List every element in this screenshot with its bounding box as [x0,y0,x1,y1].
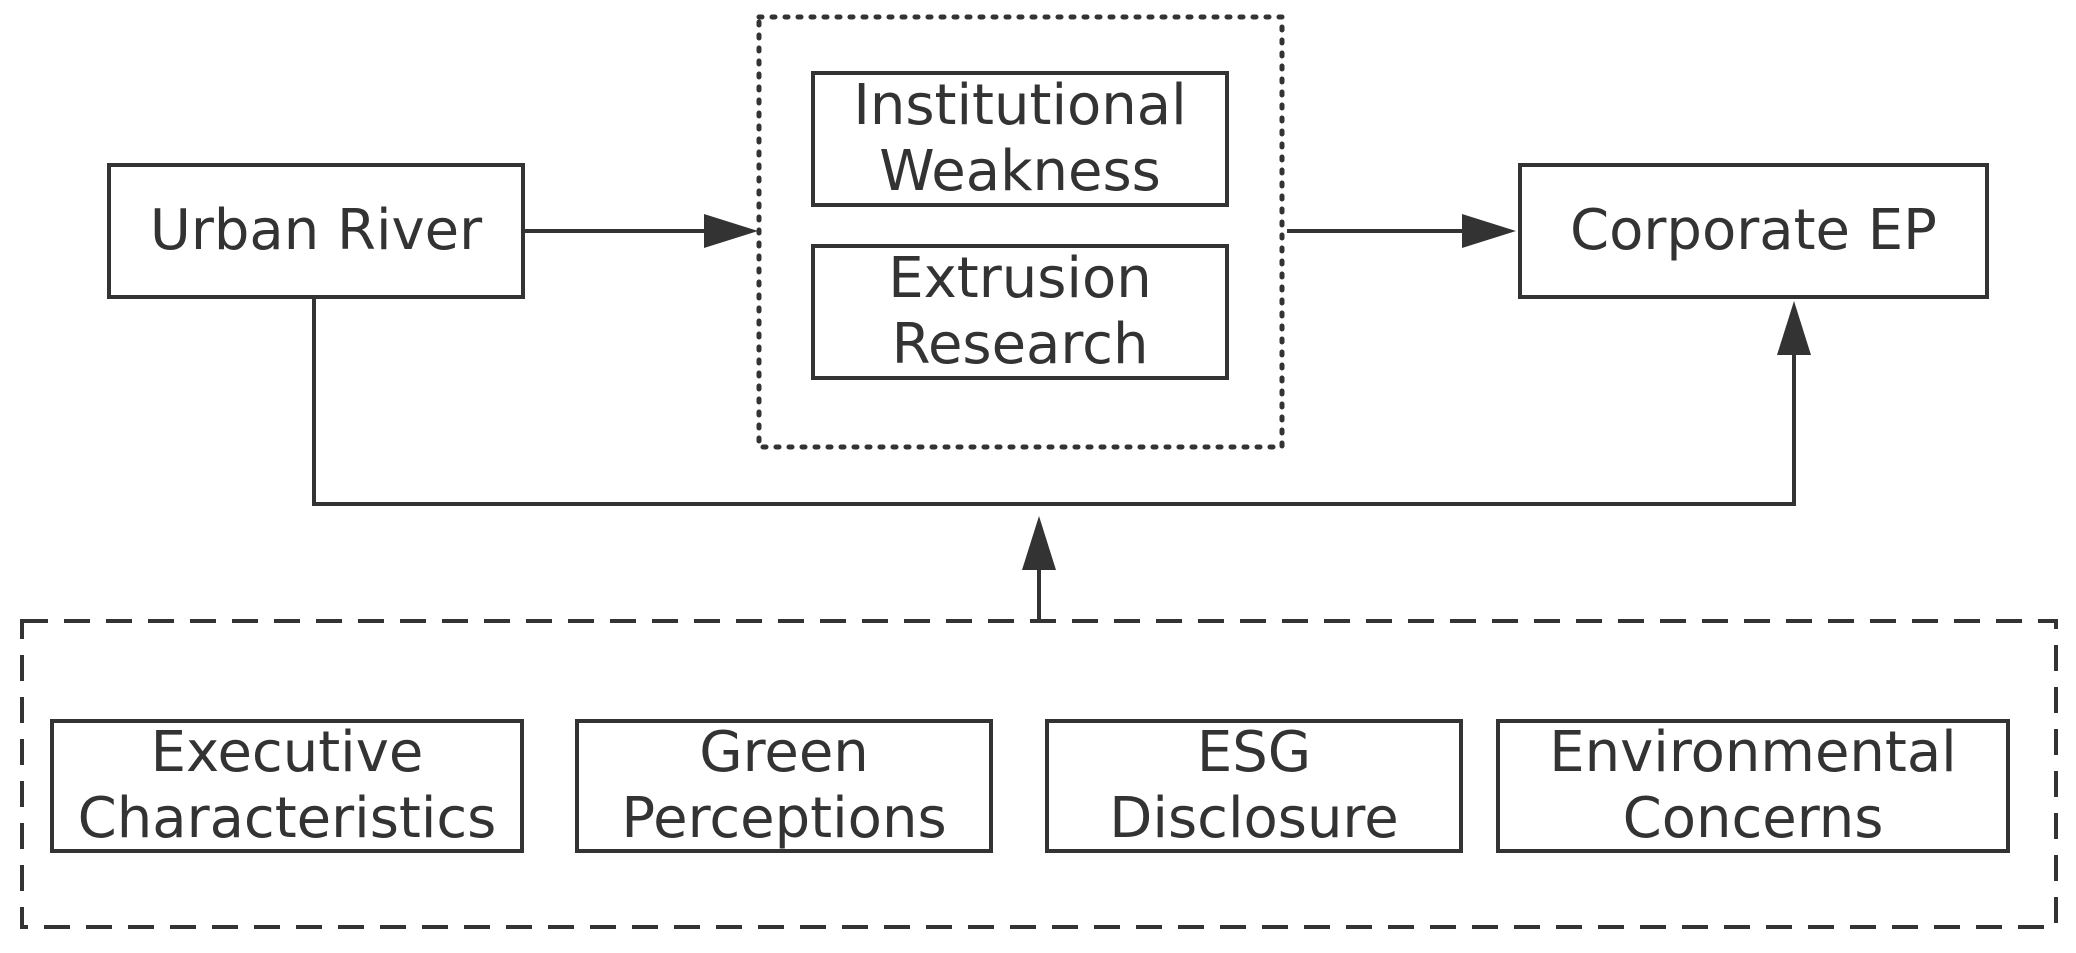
esg-disclosure-label-line-1: ESG [1196,720,1312,785]
urban-river-box: Urban River [107,163,525,299]
institutional-weakness-label-line-1: Institutional [853,73,1187,138]
green-perceptions-label-line-2: Perceptions [621,786,947,851]
environmental-concerns-label-line-2: Concerns [1622,786,1884,851]
green-perceptions-box: Green Perceptions [575,719,993,853]
executive-characteristics-label-line-1: Executive [150,720,424,785]
corporate-ep-box: Corporate EP [1518,163,1989,299]
arrow-urban-river-to-corporate-ep [312,299,1811,506]
institutional-weakness-label-line-2: Weakness [879,139,1161,204]
corporate-ep-label: Corporate EP [1570,198,1937,263]
extrusion-research-label-line-1: Extrusion [888,246,1152,311]
arrow-moderators-to-path [1022,516,1056,621]
environmental-concerns-label-line-1: Environmental [1549,720,1957,785]
extrusion-research-label-line-2: Research [891,312,1149,377]
environmental-concerns-box: Environmental Concerns [1496,719,2010,853]
green-perceptions-label-line-1: Green [699,720,869,785]
mediator-group-border [756,14,1285,450]
esg-disclosure-label-line-2: Disclosure [1109,786,1399,851]
arrow-mediators-to-corporate-ep [1287,214,1516,248]
esg-disclosure-box: ESG Disclosure [1045,719,1463,853]
institutional-weakness-box: Institutional Weakness [811,71,1229,207]
arrow-urban-river-to-mediators [525,214,758,248]
extrusion-research-box: Extrusion Research [811,244,1229,380]
executive-characteristics-box: Executive Characteristics [50,719,524,853]
executive-characteristics-label-line-2: Characteristics [77,786,497,851]
urban-river-label: Urban River [149,198,483,263]
